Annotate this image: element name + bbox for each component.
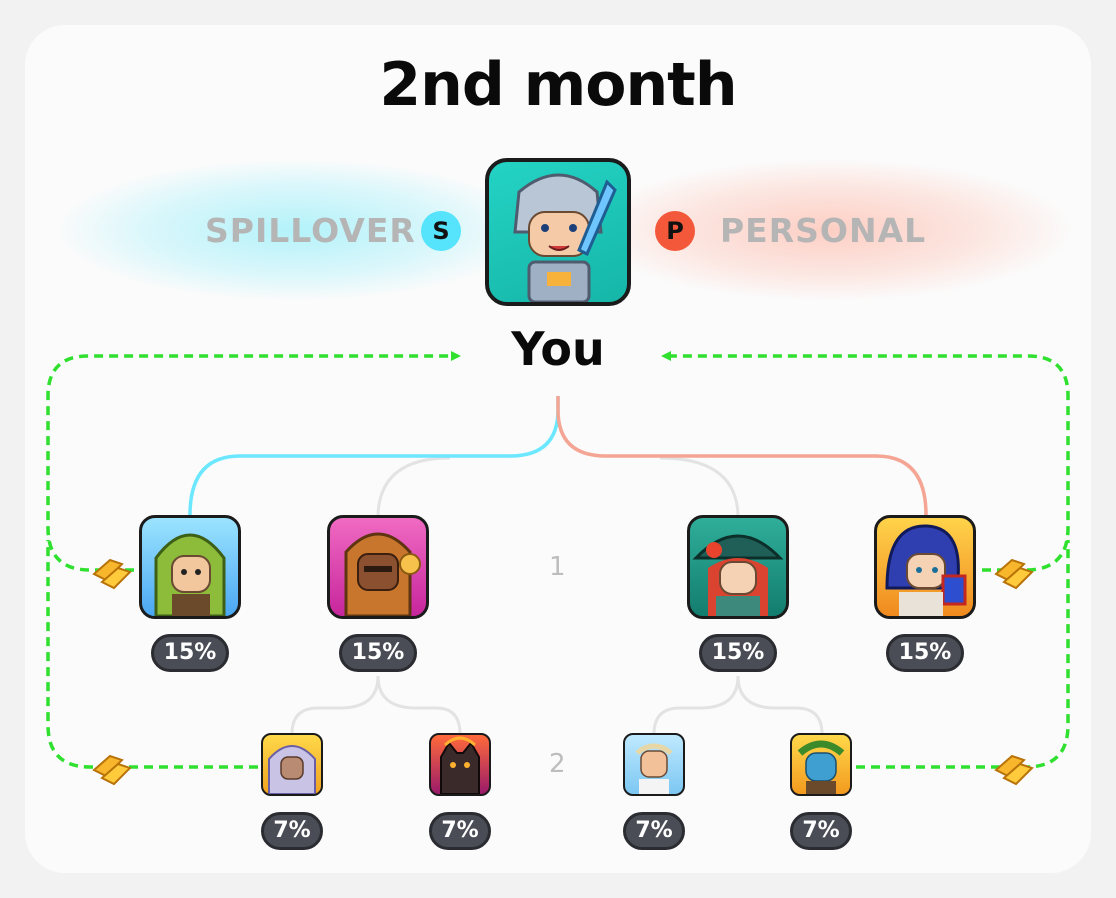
level1-member-2-percent: 15%: [339, 634, 417, 672]
druid-avatar-icon: [797, 740, 845, 794]
tree-line-level2-left: [290, 675, 380, 735]
tree-line-level1-left: [376, 456, 451, 516]
level2-member-3-avatar[interactable]: [623, 733, 685, 796]
demon-avatar-icon: [440, 736, 480, 794]
sorceress-avatar-icon: [268, 745, 316, 794]
witch-avatar-icon: [692, 534, 784, 616]
level1-member-4-avatar[interactable]: [874, 515, 976, 619]
mage-avatar-icon: [885, 524, 967, 616]
return-arrow-left: [46, 351, 461, 572]
personal-branch-line: [556, 396, 928, 516]
level2-member-3-percent: 7%: [623, 812, 685, 850]
level-2-label: 2: [549, 749, 566, 779]
tree-line-level2-right-b: [736, 675, 824, 735]
personal-badge: P: [655, 211, 695, 251]
return-arrow-left-l2: [46, 540, 258, 769]
page-title: 2nd month: [379, 50, 737, 120]
level1-member-4-percent: 15%: [886, 634, 964, 672]
spillover-label: SPILLOVER: [205, 211, 416, 250]
level1-member-2-avatar[interactable]: [327, 515, 429, 619]
spillover-badge: S: [421, 211, 461, 251]
you-avatar[interactable]: [485, 158, 631, 306]
monk-avatar-icon: [344, 532, 421, 616]
spillover-branch-line: [188, 396, 560, 516]
level2-member-2-avatar[interactable]: [429, 733, 491, 796]
level2-member-4-percent: 7%: [790, 812, 852, 850]
return-arrow-right: [661, 351, 1070, 572]
tree-line-level1-right: [659, 456, 740, 516]
level1-member-1-percent: 15%: [151, 634, 229, 672]
gold-bars-icon: [994, 754, 1034, 786]
level2-member-1-avatar[interactable]: [261, 733, 323, 796]
level-1-label: 1: [549, 552, 566, 582]
level2-member-4-avatar[interactable]: [790, 733, 852, 796]
gold-bars-icon: [92, 558, 132, 590]
gold-bars-icon: [994, 558, 1034, 590]
ranger-avatar-icon: [154, 533, 226, 616]
tree-line-level2-right: [652, 675, 740, 735]
personal-label: PERSONAL: [720, 211, 927, 250]
gold-bars-icon: [92, 754, 132, 786]
you-label: You: [511, 322, 605, 376]
level2-member-2-percent: 7%: [429, 812, 491, 850]
level2-member-1-percent: 7%: [261, 812, 323, 850]
knight-avatar-icon: [513, 173, 617, 302]
level1-member-1-avatar[interactable]: [139, 515, 241, 619]
level1-member-3-avatar[interactable]: [687, 515, 789, 619]
hero-avatar-icon: [635, 743, 673, 794]
tree-line-level2-left-b: [376, 675, 462, 735]
level1-member-3-percent: 15%: [699, 634, 777, 672]
